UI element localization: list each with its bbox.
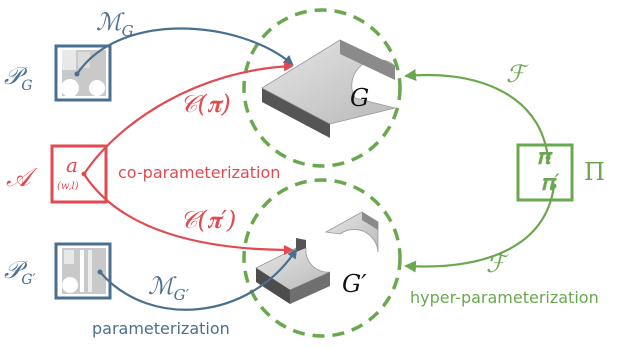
parameterization-label: parameterization (92, 319, 230, 338)
pi-prime-label: 𝛑′ (540, 171, 559, 196)
p-gp-label: 𝒫G′ (4, 256, 36, 288)
top-dashed-circle (242, 8, 402, 168)
shape-g-prime (255, 211, 379, 304)
g-label: G (350, 84, 369, 112)
p-g-parameter-box (54, 44, 112, 102)
f-top-arrow (404, 69, 550, 159)
co-parameterization-label: co-parameterization (118, 163, 280, 182)
a-variable: a (66, 153, 78, 177)
pi-anchor-dot (545, 155, 551, 161)
m-g-label: ℳG (96, 8, 134, 40)
pi-label: 𝛑 (536, 145, 553, 170)
g-prime-label: G′ (342, 270, 367, 298)
f-top-label: ℱ (506, 60, 529, 88)
p-g-label: 𝒫G (4, 62, 33, 94)
c-pi-arrow (83, 61, 294, 175)
f-bottom-arrow (404, 185, 556, 273)
cal-a-label: 𝒜 (6, 163, 38, 193)
pi-prime-anchor-dot (551, 183, 557, 189)
m-gp-arrow (99, 248, 298, 311)
c-pip-label: 𝒞(𝛑′) (180, 206, 236, 234)
p-gp-parameter-box (54, 242, 112, 300)
m-gp-label: ℳG′ (148, 272, 190, 304)
f-bottom-label: ℱ (486, 250, 509, 278)
c-pip-arrow (83, 173, 294, 255)
hyper-parameterization-label: hyper-parameterization (410, 288, 599, 307)
bottom-dashed-circle (242, 178, 402, 338)
shape-g (261, 39, 396, 138)
c-pi-label: 𝒞(𝛑) (180, 90, 231, 118)
a-anchor-dot (81, 171, 87, 177)
cap-pi-label: Π (584, 158, 605, 186)
m-g-arrow (76, 27, 294, 75)
a-subscript: (w,l) (57, 181, 79, 192)
